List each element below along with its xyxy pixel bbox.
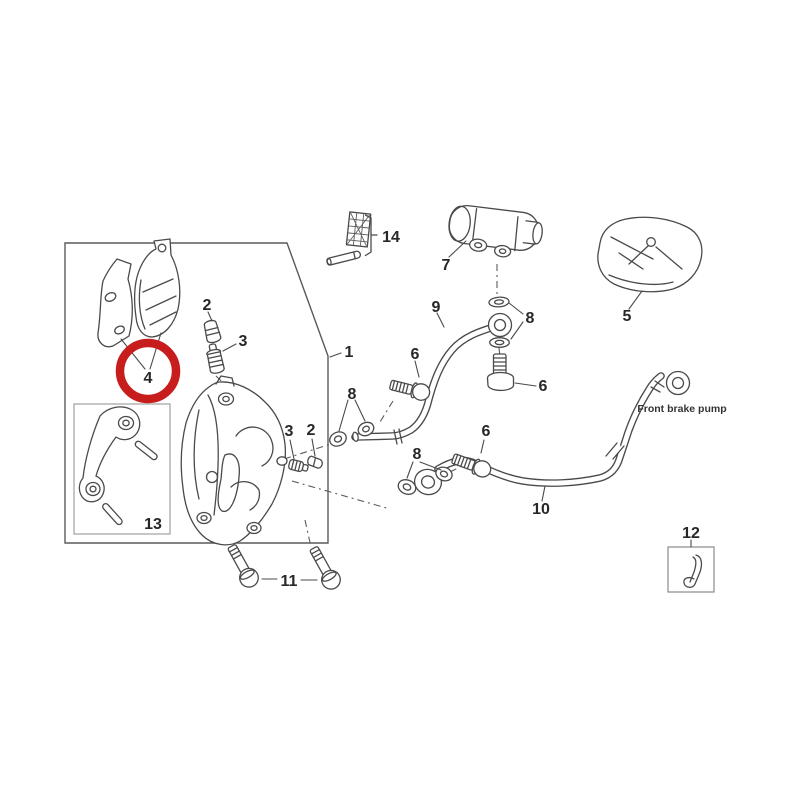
assembly-group-box bbox=[64, 242, 329, 544]
highlight-circle bbox=[115, 338, 181, 404]
part-label-11: 11 bbox=[281, 573, 298, 590]
part-label-5: 5 bbox=[623, 308, 632, 325]
caliper-mounting-bolts bbox=[227, 544, 341, 590]
part-label-1: 1 bbox=[345, 344, 354, 361]
part-label-8-left: 8 bbox=[348, 386, 357, 403]
washers-upper-left bbox=[329, 421, 375, 447]
bleed-valve-cap-right bbox=[307, 455, 323, 469]
caliper-bracket bbox=[78, 406, 158, 526]
part-label-6-lower: 6 bbox=[482, 423, 491, 440]
brake-pads bbox=[97, 238, 181, 348]
part-label-2-upper: 2 bbox=[203, 297, 212, 314]
upper-brake-hose bbox=[351, 322, 501, 445]
banjo-bolt-lower bbox=[451, 453, 492, 478]
bracket-sub-box bbox=[73, 403, 171, 535]
washers-lower bbox=[397, 466, 453, 496]
retaining-clip bbox=[683, 554, 703, 588]
part-label-10: 10 bbox=[532, 501, 550, 518]
part-label-8-right: 8 bbox=[526, 310, 535, 327]
part-label-8-lower: 8 bbox=[413, 446, 422, 463]
brake-caliper bbox=[180, 375, 288, 546]
part-label-14: 14 bbox=[382, 229, 400, 246]
part-label-7: 7 bbox=[442, 257, 451, 274]
front-brake-pump-annotation: Front brake pump bbox=[637, 403, 726, 415]
bleed-valve-right bbox=[288, 458, 309, 473]
part-label-6-left: 6 bbox=[411, 346, 420, 363]
part-label-12: 12 bbox=[682, 525, 700, 542]
part-label-2-right: 2 bbox=[307, 422, 316, 439]
rubber-boot bbox=[597, 216, 703, 293]
part-label-3-right: 3 bbox=[285, 423, 294, 440]
bleed-valve-cap-upper bbox=[203, 319, 222, 344]
leader-lines bbox=[120, 240, 692, 581]
part-label-9: 9 bbox=[432, 299, 441, 316]
brake-pump-body bbox=[448, 204, 543, 258]
part-label-3-upper: 3 bbox=[239, 333, 248, 350]
part-label-6-right: 6 bbox=[539, 378, 548, 395]
part-label-4: 4 bbox=[144, 370, 153, 387]
part-labels: 1 2 3 4 5 6 6 6 7 8 8 8 9 10 11 12 13 14… bbox=[144, 229, 727, 590]
banjo-bolt-upper-left bbox=[389, 379, 431, 401]
part-label-13: 13 bbox=[144, 516, 162, 533]
clip-sub-box bbox=[667, 546, 715, 593]
pad-pin-and-spring bbox=[326, 211, 378, 266]
banjo-bolt-upper-right bbox=[486, 353, 515, 392]
washers-upper-right bbox=[487, 296, 513, 348]
bleed-valve-upper bbox=[206, 343, 225, 374]
